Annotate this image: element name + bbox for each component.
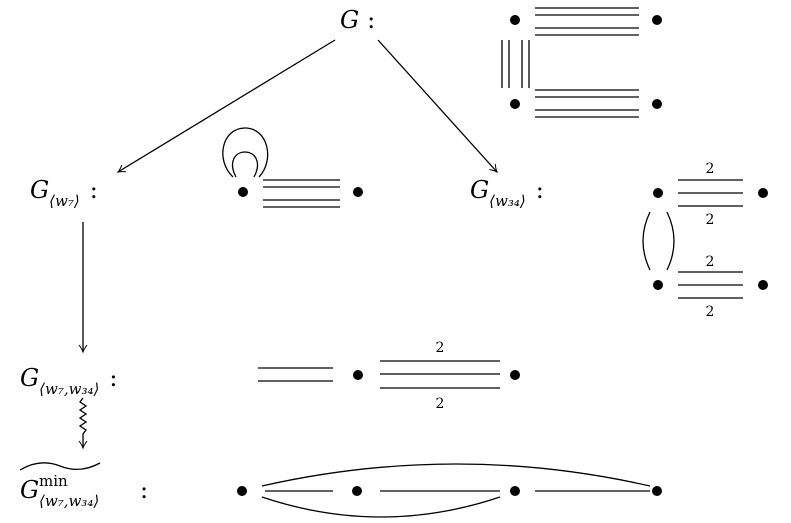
vertex (510, 99, 520, 109)
vertex (653, 188, 663, 198)
graph-g-w34: 2 2 2 2 (642, 161, 768, 320)
vertex (758, 188, 768, 198)
vertex (353, 370, 363, 380)
label-g: G: (340, 6, 375, 34)
label-g-w7-w34: G⟨w₇,w₃₄⟩: (20, 364, 117, 398)
vertex (652, 15, 662, 25)
graph-g-w7 (222, 127, 363, 208)
edge-label: 2 (436, 396, 445, 412)
loop-inner (231, 151, 259, 178)
vertex (353, 187, 363, 197)
widetilde-mark (19, 462, 101, 471)
arrow-g-to-gw34 (377, 39, 499, 174)
edge-label: 2 (436, 340, 445, 356)
vertex (758, 280, 768, 290)
vertex (237, 486, 247, 496)
vertex (510, 15, 520, 25)
vertex (510, 486, 520, 496)
graph-g-min (237, 463, 662, 518)
edge-label: 2 (706, 254, 715, 270)
label-g-min-colon: : (140, 476, 148, 504)
label-g-w34: G⟨w₃₄⟩: (470, 176, 544, 210)
edge-label: 2 (706, 161, 715, 177)
loop-outer (222, 127, 269, 178)
vertex (652, 486, 662, 496)
edge-label: 2 (706, 212, 715, 228)
squiggle-arrow (78, 397, 88, 450)
vertex (352, 486, 362, 496)
label-g-min-sup: min (39, 472, 68, 490)
graph-g-w7-w34: 2 2 (258, 340, 520, 412)
label-g-w7: G⟨w₇⟩: (30, 176, 98, 210)
label-g-min-sub: ⟨w₇,w₃₄⟩ (39, 492, 99, 510)
label-g-min: G (20, 476, 39, 504)
arrow-g-to-gw7 (116, 39, 336, 173)
vertex (653, 280, 663, 290)
vertex (510, 370, 520, 380)
edge-label: 2 (706, 304, 715, 320)
graph-g (501, 7, 662, 118)
vertex (652, 99, 662, 109)
vertex (238, 187, 248, 197)
